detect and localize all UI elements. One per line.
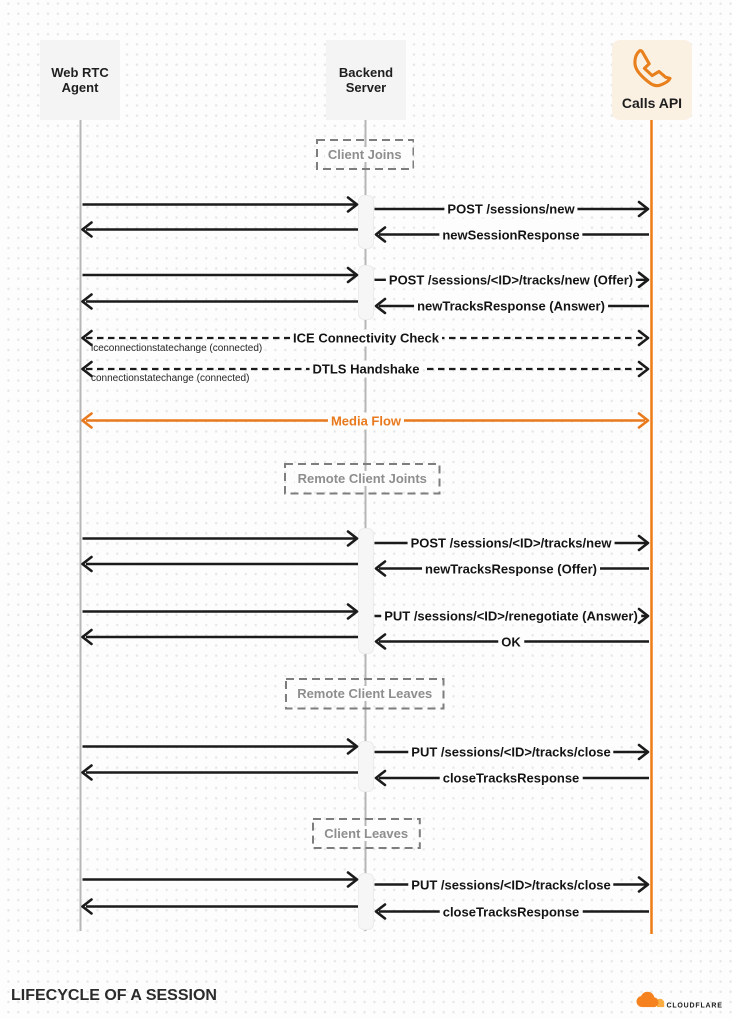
svg-text:CLOUDFLARE: CLOUDFLARE [667, 1002, 723, 1009]
